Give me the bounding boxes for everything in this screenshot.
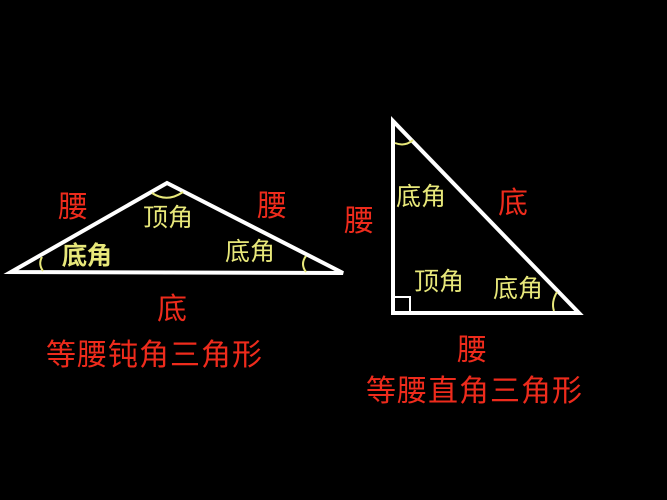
obtuse-left-base-angle-label: 底角: [62, 241, 113, 270]
obtuse-right-base-angle-label: 底角: [225, 237, 276, 266]
obtuse-right-leg-label: 腰: [257, 189, 287, 224]
right-title: 等腰直角三角形: [366, 374, 583, 409]
top-base-angle-arc-icon: [394, 139, 414, 146]
right-horizontal-leg-label: 腰: [457, 333, 487, 368]
right-base-angle-arc-icon: [302, 255, 307, 273]
right-bottom-base-angle-label: 底角: [493, 274, 544, 303]
obtuse-triangle: [3, 180, 344, 275]
right-top-base-angle-label: 底角: [396, 182, 447, 211]
right-triangle: [391, 116, 584, 315]
right-angle-marker-icon: [395, 296, 411, 311]
apex-angle-arc-icon: [151, 191, 184, 199]
right-base-angle-arc-icon-2: [552, 291, 558, 312]
obtuse-left-leg-label: 腰: [58, 190, 88, 225]
left-base-angle-arc-icon: [39, 256, 44, 272]
right-apex-angle-label: 顶角: [414, 267, 465, 296]
obtuse-base-label: 底: [157, 292, 187, 327]
right-hypotenuse-label: 底: [498, 186, 528, 221]
obtuse-apex-angle-label: 顶角: [143, 203, 194, 232]
right-vertical-leg-label: 腰: [344, 204, 374, 239]
obtuse-title: 等腰钝角三角形: [46, 338, 263, 373]
